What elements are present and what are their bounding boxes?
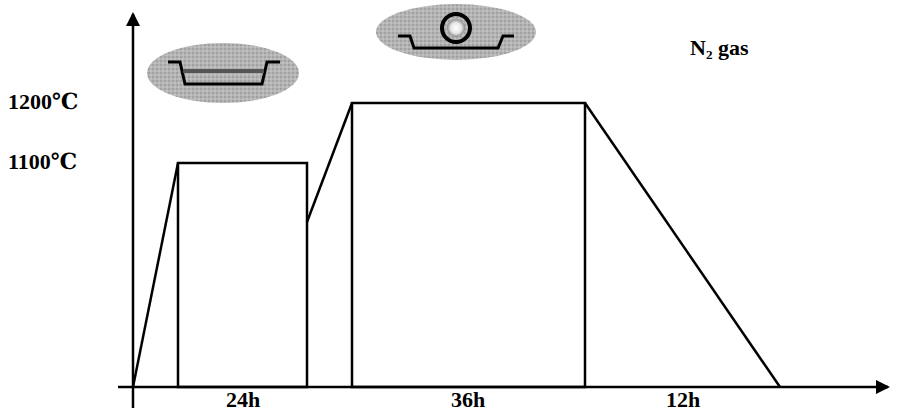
temperature-label: 1200℃: [8, 90, 78, 114]
crucible-powder: [147, 43, 299, 103]
duration-label: 12h: [666, 388, 700, 412]
duration-label: 36h: [451, 388, 485, 412]
atmosphere-label: N₂ gas: [690, 36, 749, 60]
y-axis: [132, 14, 135, 408]
temperature-label: 1100℃: [8, 150, 77, 174]
duration-label: 24h: [226, 388, 260, 412]
profile-line: [133, 103, 780, 387]
crucible-ball: [376, 4, 536, 60]
